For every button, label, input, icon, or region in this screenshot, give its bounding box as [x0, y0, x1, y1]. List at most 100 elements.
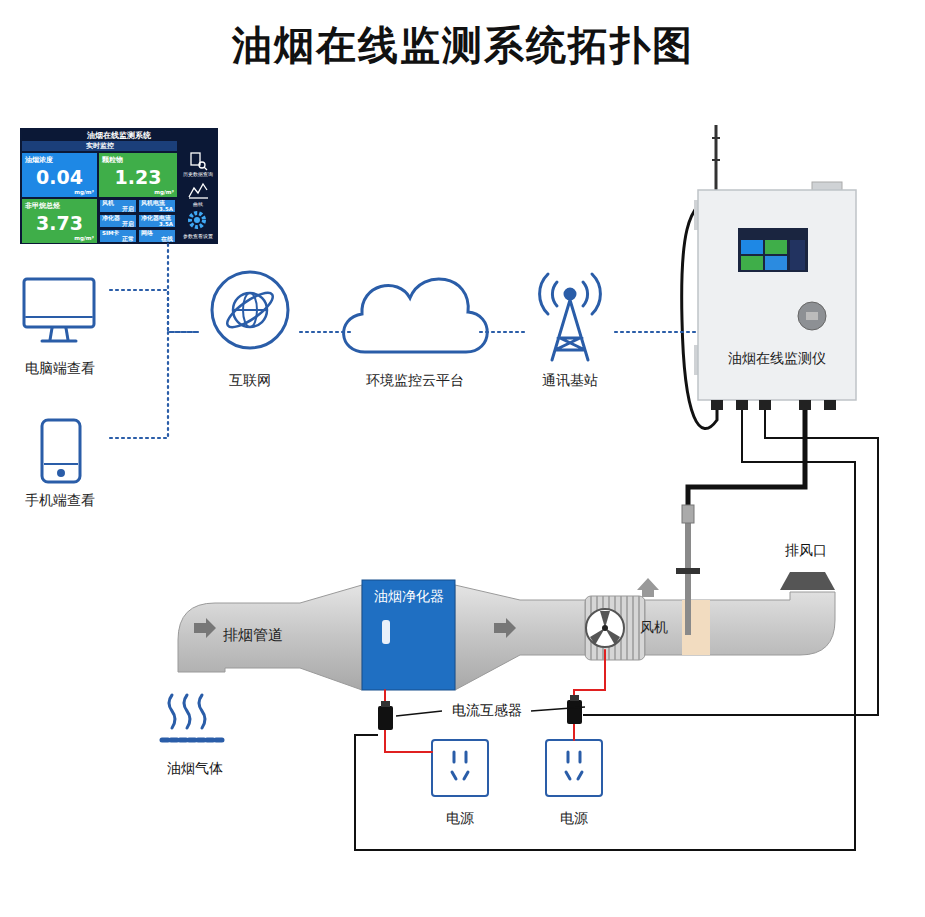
purifier-box: 油烟净化器: [362, 580, 455, 690]
exhaust-duct-part: [362, 580, 455, 690]
socket-icon-part: [452, 752, 582, 779]
socket-icon-part-part: [578, 772, 582, 779]
node-text: 非甲烷总烃: [25, 201, 60, 211]
leader-line-part: [531, 707, 585, 711]
node-text: mg/m³: [74, 235, 94, 241]
exhaust-duct-part: [780, 572, 835, 590]
node-text: 油烟净化器: [374, 588, 444, 606]
node-text: 手机端查看: [25, 492, 95, 510]
leader-line-part: [396, 711, 442, 716]
monitor-housing-part: [698, 190, 856, 400]
exhaust-duct-part: [590, 611, 620, 645]
monitor-housing-part: [738, 228, 808, 272]
node-text: 电脑端查看: [25, 360, 95, 378]
exhaust-duct-part: [194, 618, 216, 638]
current-transformer-part: [567, 700, 582, 724]
computer-icon: [24, 279, 94, 341]
dashboard-screen-part: [20, 128, 218, 244]
computer-icon-part: [26, 316, 92, 318]
connector: [480, 331, 525, 333]
node-text: 3.73: [36, 213, 83, 233]
node-text: 净化器: [102, 215, 120, 221]
signal-wires: [355, 410, 878, 850]
node-text: 正常: [122, 236, 134, 242]
exhaust-duct-part: [602, 625, 608, 631]
phone-icon-part: [42, 420, 80, 482]
monitor-box: 油烟在线监测仪: [698, 190, 856, 400]
signal-wires-part: [688, 410, 805, 508]
exhaust-duct-part: [494, 618, 516, 638]
exhaust-duct-part-part: [605, 628, 620, 645]
dashboard-screen-part-part: [204, 167, 207, 170]
current-transformer-part: [378, 706, 393, 730]
connector: [110, 332, 200, 438]
status-cell: 风机开启: [99, 199, 137, 213]
gas-icon-part: [169, 695, 175, 728]
node-text: 颗粒物: [102, 155, 123, 165]
value-tile: 非甲烷总烃 3.73 mg/m³: [22, 199, 97, 243]
node-text: 3.5A: [159, 221, 173, 227]
monitor-housing-part: [741, 240, 763, 254]
signal-wires-part: [583, 410, 878, 715]
dashboard-screen-part: [194, 217, 200, 223]
monitor-housing-part: [712, 137, 720, 139]
socket-icon-part-part: [566, 772, 570, 779]
label-text: 油烟气体: [155, 760, 235, 776]
computer-icon-part: [50, 328, 52, 340]
node-text: 排烟管道: [223, 626, 283, 645]
dashboard-screen-part-part: [189, 184, 207, 197]
node-text: mg/m³: [74, 189, 94, 195]
socket-icon: [432, 740, 602, 796]
monitor-housing-part: [799, 400, 811, 410]
gas-icon-part: [162, 738, 224, 743]
monitor-housing: [682, 125, 856, 429]
gas-icon-part: [184, 695, 190, 728]
node-text: 在线: [161, 236, 173, 242]
connector: [168, 244, 200, 332]
node-text: 开启: [122, 221, 134, 227]
tower-icon-part: [565, 289, 575, 299]
status-cell: 净化器电流3.5A: [138, 214, 176, 228]
monitor-housing-part: [790, 240, 805, 270]
socket-node: 电源: [432, 740, 488, 828]
node-text: 电源: [560, 810, 588, 828]
monitor-housing-part: [736, 400, 748, 410]
monitor-housing-part: [765, 256, 787, 270]
computer-icon-part: [24, 279, 94, 327]
phone-icon: [42, 420, 80, 482]
monitor-housing-part: [824, 400, 836, 410]
socket-icon-part-part: [453, 752, 456, 762]
connector: [110, 290, 200, 332]
exhaust-duct: [178, 505, 835, 690]
monitor-housing-part: [741, 256, 763, 270]
exhaust-duct-part: [455, 585, 835, 690]
monitor-housing-part: [765, 240, 787, 254]
status-cell: 网络在线: [138, 229, 176, 243]
node-text: 3.5A: [159, 206, 173, 212]
socket-icon-part: [432, 740, 488, 796]
computer-icon-part: [66, 328, 68, 340]
node-text: 风机电流: [141, 200, 165, 206]
phone-node: 手机端查看: [10, 412, 110, 510]
dashboard-panel: 油烟在线监测系统实时监控油烟浓度0.04mg/m³颗粒物1.23mg/m³非甲烷…: [20, 128, 218, 244]
dashboard-screen-part-part: [189, 197, 208, 198]
exhaust-duct-part: [382, 620, 390, 644]
socket-icon-part-part: [464, 772, 468, 779]
tower-icon-part: [552, 300, 588, 360]
label-text: 电流互感器: [444, 702, 530, 718]
dashboard-screen: [20, 128, 218, 244]
socket-icon-part: [546, 740, 602, 796]
internet-icon: [212, 272, 288, 348]
internet-icon-part: [212, 272, 288, 348]
node-text: 油烟浓度: [25, 155, 53, 165]
node-text: 1.23: [115, 167, 162, 187]
status-cell: 净化器开启: [99, 214, 137, 228]
current-transformer-part: [570, 695, 579, 701]
node-text: SIM卡: [102, 230, 119, 236]
label-text: 曲线: [180, 201, 216, 208]
status-bar: 实时监控: [22, 141, 177, 151]
monitor-housing-part: [798, 302, 826, 330]
exhaust-duct-part: [585, 596, 645, 660]
connector: [615, 331, 698, 333]
node-text: 油烟在线监测仪: [728, 350, 826, 368]
